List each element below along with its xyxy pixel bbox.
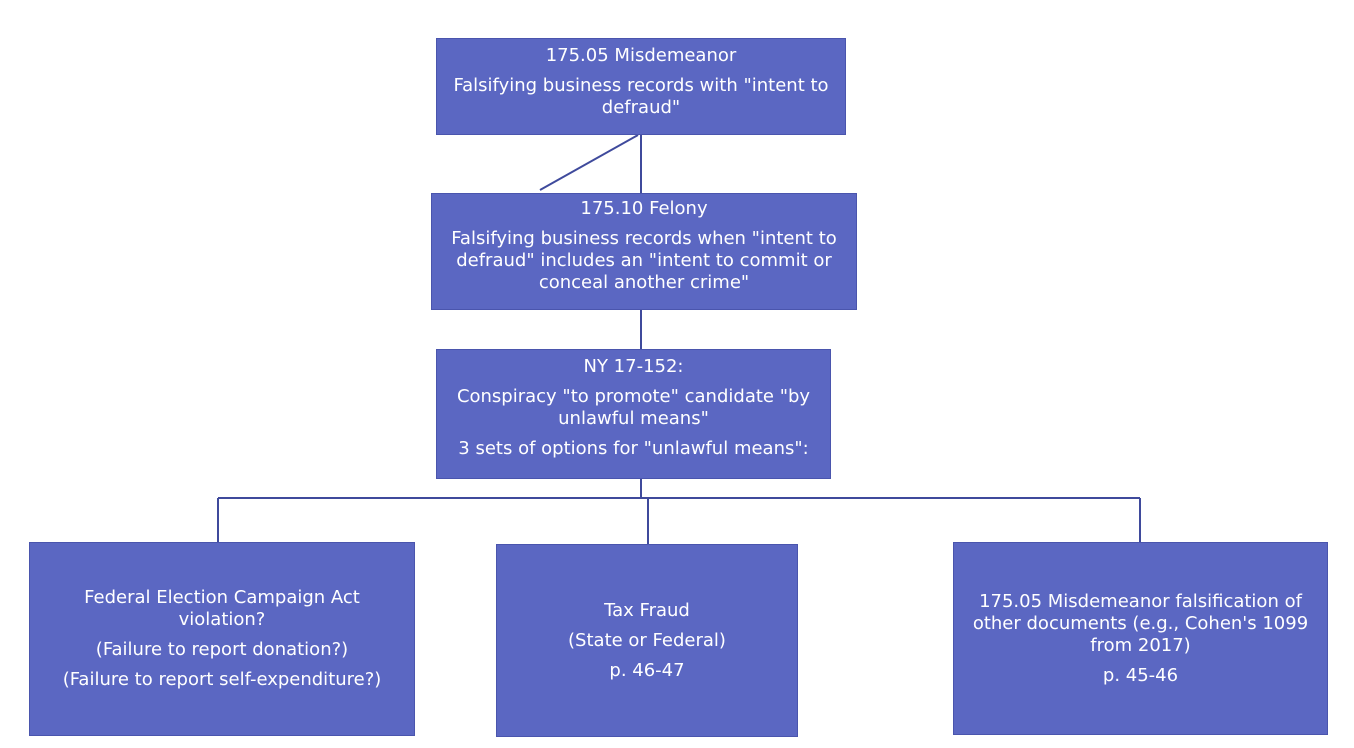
- box-text: 3 sets of options for "unlawful means":: [458, 438, 809, 459]
- box-text: Conspiracy "to promote" candidate "by: [456, 386, 811, 407]
- ny-17-152-box: NY 17-152: Conspiracy "to promote" candi…: [436, 349, 831, 479]
- box-title: NY 17-152:: [583, 356, 684, 377]
- box-text: unlawful means": [558, 408, 709, 429]
- box-text: (Failure to report donation?): [95, 639, 349, 660]
- misdemeanor-175-05-box: 175.05 Misdemeanor Falsifying business r…: [436, 38, 846, 135]
- felony-175-10-box: 175.10 Felony Falsifying business record…: [431, 193, 857, 310]
- box-text: defraud": [601, 97, 681, 118]
- box-text: conceal another crime": [538, 272, 750, 293]
- feca-violation-box: Federal Election Campaign Act violation?…: [29, 542, 415, 736]
- box-text: other documents (e.g., Cohen's 1099: [972, 612, 1309, 634]
- other-documents-box: 175.05 Misdemeanor falsification of othe…: [953, 542, 1328, 735]
- box-page-ref: p. 45-46: [1102, 664, 1179, 686]
- box-text: (Failure to report self-expenditure?): [62, 669, 382, 690]
- box-title: 175.05 Misdemeanor: [545, 45, 737, 66]
- box-page-ref: p. 46-47: [609, 659, 685, 681]
- box-title: 175.10 Felony: [580, 198, 708, 219]
- box-title: 175.05 Misdemeanor falsification of: [979, 590, 1302, 612]
- box-text: violation?: [178, 609, 266, 630]
- box-text: (State or Federal): [568, 629, 726, 651]
- connector-top-to-felony-diagonal: [539, 134, 639, 191]
- box-title: Federal Election Campaign Act: [84, 587, 360, 608]
- box-text: Falsifying business records with "intent…: [453, 75, 829, 96]
- box-text: defraud" includes an "intent to commit o…: [456, 250, 832, 271]
- tax-fraud-box: Tax Fraud (State or Federal) p. 46-47: [496, 544, 798, 737]
- box-text: from 2017): [1090, 634, 1191, 656]
- box-text: Falsifying business records when "intent…: [451, 228, 837, 249]
- box-title: Tax Fraud: [604, 599, 690, 621]
